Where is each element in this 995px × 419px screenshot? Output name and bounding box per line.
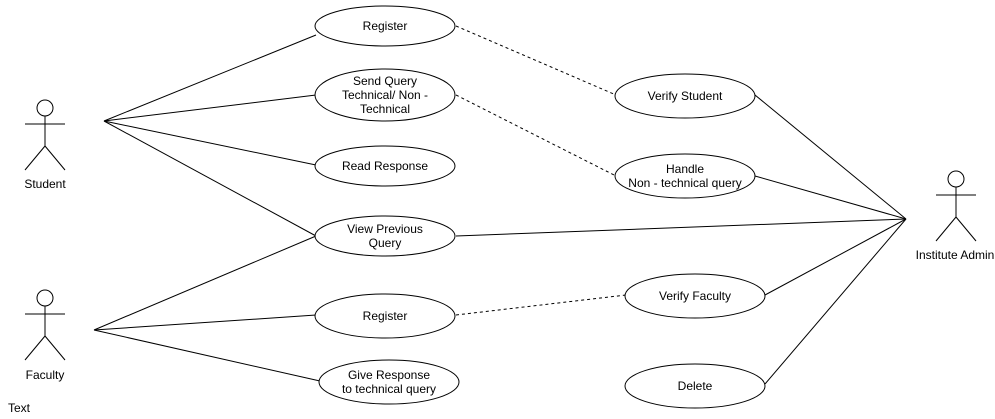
use-case-label-line: Verify Student — [648, 89, 723, 103]
actor-label-institute-admin: Institute Admin — [916, 248, 995, 262]
assoc-faculty-register — [93, 314, 317, 331]
use-case-label-line: Give Response — [348, 368, 430, 382]
assoc-student-register — [103, 34, 317, 122]
actor-label-student: Student — [24, 177, 66, 191]
assoc-student-read-response — [103, 120, 317, 166]
assoc-faculty-give-response — [93, 329, 321, 382]
use-case-label: Verify Student — [648, 89, 723, 103]
use-case-label-line: to technical query — [342, 382, 436, 396]
use-case-label-line: Register — [363, 309, 408, 323]
actor-student[interactable]: Student — [24, 99, 66, 191]
assoc-admin-delete — [764, 218, 907, 385]
free-text-label: Text — [8, 401, 31, 415]
use-case-label-line: Technical/ Non - — [342, 88, 428, 102]
use-case-read-response[interactable]: Read Response — [314, 145, 456, 187]
assoc-admin-verify-faculty — [764, 218, 907, 296]
use-case-label: Read Response — [342, 159, 428, 173]
assoc-admin-view-previous — [455, 218, 907, 237]
actor-faculty[interactable]: Faculty — [24, 289, 66, 382]
use-case-label-line: Delete — [678, 379, 713, 393]
use-case-label-line: Handle — [666, 162, 704, 176]
use-case-label: Delete — [678, 379, 713, 393]
use-case-verify-faculty[interactable]: Verify Faculty — [624, 273, 766, 319]
associations — [93, 34, 907, 385]
stick-figure-icon — [935, 170, 977, 242]
use-case-label: Register — [363, 19, 408, 33]
use-case-label: Verify Faculty — [659, 289, 731, 303]
use-case-register-faculty[interactable]: Register — [314, 293, 456, 339]
use-case-label: Register — [363, 309, 408, 323]
use-case-verify-student[interactable]: Verify Student — [614, 73, 756, 119]
dep-register-verify-faculty — [455, 294, 627, 316]
use-case-delete[interactable]: Delete — [624, 363, 766, 409]
assoc-admin-verify-student — [754, 94, 907, 220]
use-case-label-line: Non - technical query — [628, 176, 741, 190]
stick-figure-icon — [24, 99, 66, 171]
assoc-student-view-previous — [103, 120, 317, 237]
dep-register-verify-student — [455, 25, 617, 96]
dep-send-query-handle — [455, 94, 617, 177]
use-case-label-line: Verify Faculty — [659, 289, 731, 303]
use-case-label-line: Read Response — [342, 159, 428, 173]
actor-institute-admin[interactable]: Institute Admin — [916, 170, 995, 262]
use-case-label-line: Query — [369, 236, 402, 250]
use-case-label-line: Technical — [360, 102, 410, 116]
use-case-register-student[interactable]: Register — [314, 5, 456, 47]
assoc-admin-handle-query — [754, 175, 907, 220]
use-case-label-line: Send Query — [353, 74, 417, 88]
actor-label-faculty: Faculty — [26, 368, 65, 382]
assoc-faculty-view-previous — [93, 235, 317, 331]
use-case-label-line: View Previous — [347, 222, 423, 236]
assoc-student-send-query — [103, 94, 317, 122]
use-case-label-line: Register — [363, 19, 408, 33]
stick-figure-icon — [24, 289, 66, 361]
dependencies — [455, 25, 627, 316]
